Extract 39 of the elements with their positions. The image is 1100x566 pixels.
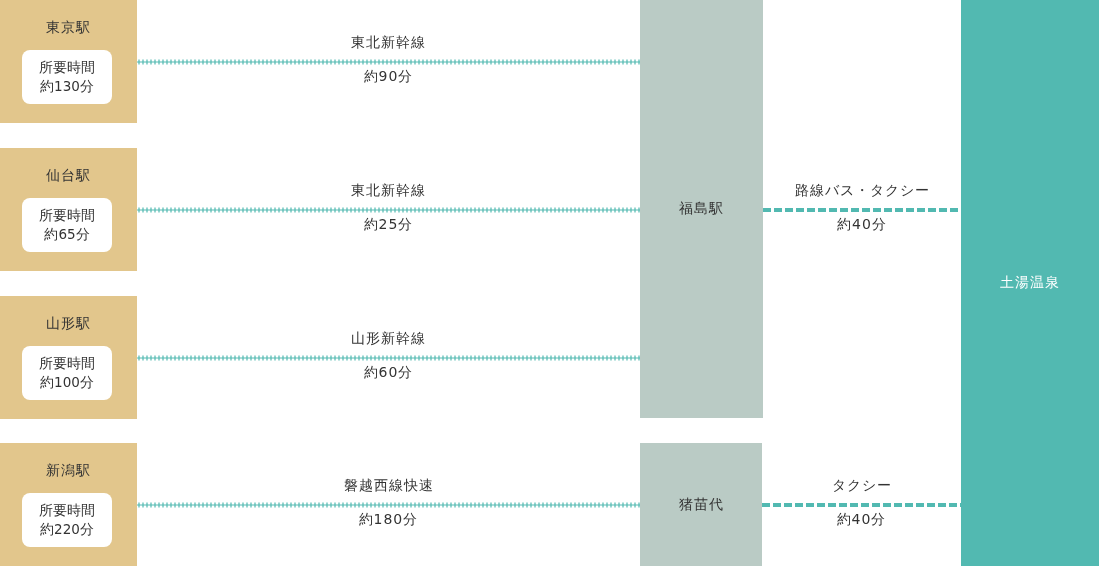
station-box bbox=[640, 0, 763, 418]
travel-time: 所要時間約65分 bbox=[38, 206, 96, 244]
time-box bbox=[22, 198, 112, 252]
station-name: 山形駅 bbox=[46, 315, 91, 333]
station-box bbox=[0, 0, 137, 123]
bus-route-line bbox=[763, 208, 961, 212]
travel-time: 約60分 bbox=[363, 364, 414, 382]
travel-time: 約40分 bbox=[836, 511, 887, 529]
station-name: 猪苗代 bbox=[678, 495, 724, 514]
route-name: タクシー bbox=[831, 477, 892, 495]
station-name: 仙台駅 bbox=[46, 167, 91, 185]
station-name: 東京駅 bbox=[46, 19, 91, 37]
station-name: 福島駅 bbox=[679, 200, 724, 218]
destination-box bbox=[961, 0, 1099, 566]
time-box bbox=[22, 493, 112, 547]
railway-line bbox=[136, 354, 641, 362]
time-box bbox=[22, 50, 112, 104]
route-name: 路線バス・タクシー bbox=[794, 182, 930, 200]
route-name: 東北新幹線 bbox=[351, 182, 426, 200]
time-box bbox=[22, 346, 112, 400]
travel-time: 約90分 bbox=[363, 68, 414, 86]
railway-line bbox=[136, 58, 641, 66]
station-box bbox=[0, 443, 137, 566]
route-name: 山形新幹線 bbox=[351, 330, 426, 348]
travel-time: 約25分 bbox=[363, 216, 414, 234]
travel-time: 約180分 bbox=[358, 511, 419, 529]
station-box bbox=[0, 148, 137, 271]
railway-line bbox=[136, 206, 641, 214]
station-box bbox=[0, 296, 137, 419]
station-box bbox=[640, 443, 762, 566]
station-name: 新潟駅 bbox=[46, 462, 91, 480]
station-name: 土湯温泉 bbox=[1000, 274, 1060, 292]
travel-time: 所要時間約220分 bbox=[38, 501, 96, 539]
travel-time: 所要時間約130分 bbox=[38, 58, 96, 96]
travel-time: 約40分 bbox=[837, 216, 887, 234]
travel-time: 所要時間約100分 bbox=[38, 354, 96, 392]
route-name: 磐越西線快速 bbox=[343, 477, 434, 495]
route-name: 東北新幹線 bbox=[351, 34, 426, 52]
railway-line bbox=[136, 501, 641, 509]
